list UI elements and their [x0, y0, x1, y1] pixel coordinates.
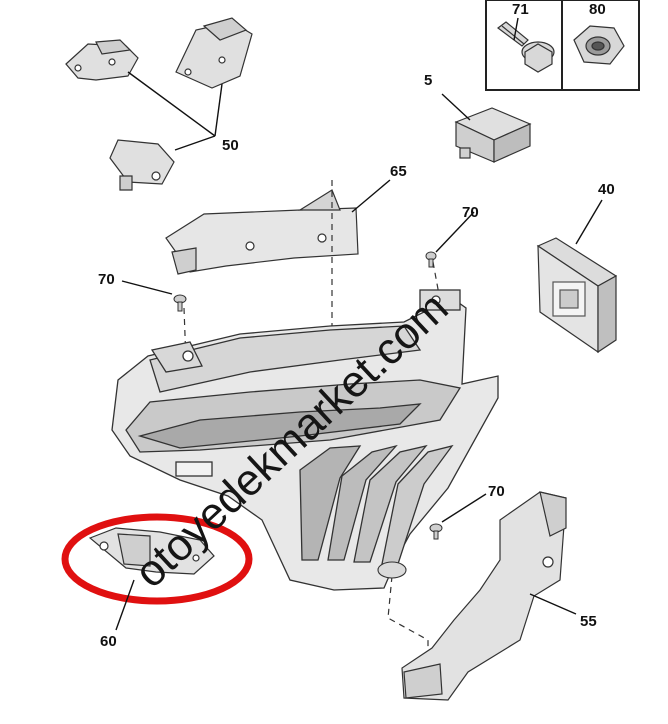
screw-70-right — [429, 523, 443, 540]
clip-near-55 — [377, 561, 407, 579]
leader-lines — [115, 17, 603, 631]
callout-40: 40 — [598, 181, 615, 198]
control-unit-40 — [536, 237, 618, 354]
callout-50: 50 — [222, 137, 239, 154]
bracket-65 — [165, 189, 359, 275]
callout-70-right: 70 — [488, 483, 505, 500]
bracket-50-a — [65, 39, 139, 81]
callout-labels: 71 80 5 65 40 50 70 70 70 55 60 — [98, 1, 615, 650]
screw-70-left — [173, 294, 187, 312]
callout-55: 55 — [580, 613, 597, 630]
callout-70-top: 70 — [462, 204, 479, 221]
bracket-50-c — [109, 139, 175, 191]
callout-70-left: 70 — [98, 271, 115, 288]
headlamp-assembly — [111, 289, 499, 591]
module-5 — [454, 107, 532, 163]
callout-60: 60 — [100, 633, 117, 650]
bolt-71 — [497, 21, 555, 73]
highlight-ring — [61, 513, 253, 605]
callout-80: 80 — [589, 1, 606, 18]
callout-5: 5 — [424, 72, 432, 89]
bracket-55 — [401, 491, 567, 701]
bracket-50-b — [175, 17, 253, 89]
callout-71: 71 — [512, 1, 529, 18]
callout-65: 65 — [390, 163, 407, 180]
bracket-60 — [88, 527, 215, 575]
leader-lines-50 — [127, 71, 223, 151]
nut-80 — [573, 25, 625, 65]
screw-70-top — [425, 251, 437, 268]
